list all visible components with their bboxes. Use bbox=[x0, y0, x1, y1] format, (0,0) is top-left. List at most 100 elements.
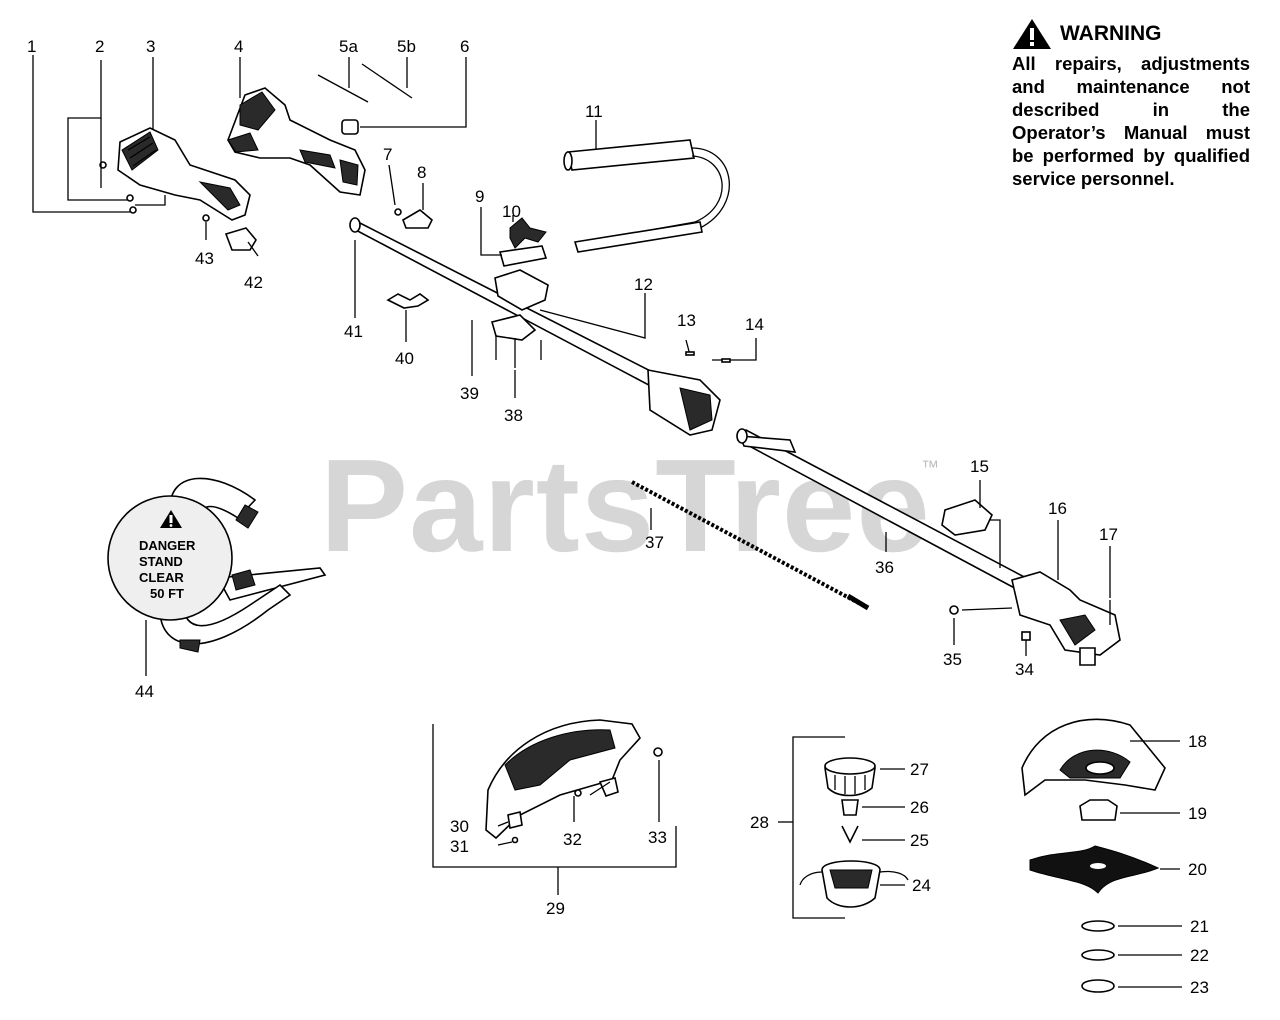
eyelet-part-25[interactable] bbox=[841, 825, 859, 844]
leader-31 bbox=[497, 841, 513, 846]
screw-part-31[interactable] bbox=[511, 836, 519, 844]
screw-part-7[interactable] bbox=[394, 208, 402, 216]
screw-5a[interactable] bbox=[317, 74, 369, 103]
warning-header: WARNING bbox=[1012, 18, 1250, 50]
handlebar-part-11[interactable] bbox=[563, 139, 730, 253]
part-label-12[interactable]: 12 bbox=[634, 275, 653, 294]
part-label-27[interactable]: 27 bbox=[910, 760, 929, 779]
part-label-14[interactable]: 14 bbox=[745, 315, 764, 334]
part-label-30[interactable]: 30 bbox=[450, 817, 469, 836]
leader-2 bbox=[67, 60, 128, 201]
primer-bulb-part-6[interactable] bbox=[341, 119, 359, 135]
screw-part-13[interactable] bbox=[685, 351, 695, 356]
part-label-9[interactable]: 9 bbox=[475, 187, 484, 206]
spool-cap-part-27[interactable] bbox=[824, 757, 876, 797]
part-label-33[interactable]: 33 bbox=[648, 828, 667, 847]
leader-14 bbox=[712, 338, 757, 361]
part-label-11[interactable]: 11 bbox=[585, 102, 603, 121]
part-label-29[interactable]: 29 bbox=[546, 899, 565, 918]
part-label-44[interactable]: 44 bbox=[135, 682, 154, 701]
warning-text: All repairs, adjustments and maintenance… bbox=[1012, 53, 1250, 189]
part-label-4[interactable]: 4 bbox=[234, 37, 243, 56]
switch-part-42[interactable] bbox=[224, 227, 257, 251]
part-label-5b[interactable]: 5b bbox=[397, 37, 416, 56]
part-label-2[interactable]: 2 bbox=[95, 37, 104, 56]
screw-part-43[interactable] bbox=[202, 214, 210, 222]
throttle-handle-part[interactable] bbox=[99, 127, 251, 221]
washer-part-21[interactable] bbox=[1081, 920, 1115, 932]
part-label-8[interactable]: 8 bbox=[417, 163, 426, 182]
danger-text-3: CLEAR bbox=[139, 570, 184, 585]
part-label-7[interactable]: 7 bbox=[383, 145, 392, 164]
danger-text-2: STAND bbox=[139, 554, 183, 569]
clip-part-30[interactable] bbox=[507, 811, 523, 829]
grass-shield-part-29[interactable] bbox=[485, 719, 663, 840]
part-label-3[interactable]: 3 bbox=[146, 37, 155, 56]
leader-9 bbox=[480, 207, 502, 256]
clamp-part-9[interactable] bbox=[498, 245, 548, 267]
part-label-10[interactable]: 10 bbox=[502, 202, 521, 221]
spring-part-26[interactable] bbox=[841, 799, 859, 816]
leader-42 bbox=[247, 241, 259, 257]
leader-6 bbox=[360, 57, 467, 128]
danger-text-1: DANGER bbox=[139, 538, 196, 553]
part-label-41[interactable]: 41 bbox=[344, 322, 363, 341]
nut-part-23[interactable] bbox=[1081, 979, 1115, 993]
part-label-5a[interactable]: 5a bbox=[339, 37, 358, 56]
leader-32b bbox=[589, 781, 611, 796]
screw-part-35[interactable] bbox=[949, 605, 959, 615]
part-label-16[interactable]: 16 bbox=[1048, 499, 1067, 518]
part-label-25[interactable]: 25 bbox=[910, 831, 929, 850]
drive-tube-part-12[interactable] bbox=[349, 217, 721, 436]
part-label-31[interactable]: 31 bbox=[450, 837, 469, 856]
harness-strap-part-44[interactable] bbox=[107, 477, 327, 653]
screw-part-32[interactable] bbox=[574, 789, 582, 797]
screw-part-14[interactable] bbox=[721, 358, 731, 363]
watermark-trademark: ™ bbox=[921, 457, 939, 477]
drive-shaft-part-37[interactable] bbox=[631, 480, 870, 611]
spool-part-24[interactable] bbox=[799, 860, 909, 908]
bracket-part-8[interactable] bbox=[402, 209, 433, 229]
part-label-17[interactable]: 17 bbox=[1099, 525, 1118, 544]
part-label-37[interactable]: 37 bbox=[645, 533, 664, 552]
washer-part-22[interactable] bbox=[1081, 949, 1115, 961]
part-label-19[interactable]: 19 bbox=[1188, 804, 1207, 823]
leader-35h bbox=[961, 607, 1013, 611]
part-label-39[interactable]: 39 bbox=[460, 384, 479, 403]
bracket-part-40[interactable] bbox=[386, 293, 430, 309]
bracket-part-15[interactable] bbox=[941, 499, 993, 536]
part-label-6[interactable]: 6 bbox=[460, 37, 469, 56]
warning-triangle-icon bbox=[1013, 19, 1051, 49]
knob-part-10[interactable] bbox=[509, 217, 547, 249]
warning-notice: WARNING All repairs, adjustments and mai… bbox=[1012, 18, 1250, 190]
part-label-20[interactable]: 20 bbox=[1188, 860, 1207, 879]
nut-part-19[interactable] bbox=[1079, 799, 1118, 821]
part-label-18[interactable]: 18 bbox=[1188, 732, 1207, 751]
part-label-26[interactable]: 26 bbox=[910, 798, 929, 817]
part-label-38[interactable]: 38 bbox=[504, 406, 523, 425]
part-label-40[interactable]: 40 bbox=[395, 349, 414, 368]
part-label-28[interactable]: 28 bbox=[750, 813, 769, 832]
watermark: PartsTree bbox=[320, 432, 931, 579]
screw-part-34[interactable] bbox=[1021, 631, 1031, 641]
blade-part-20[interactable] bbox=[1029, 845, 1160, 894]
part-label-36[interactable]: 36 bbox=[875, 558, 894, 577]
part-label-43[interactable]: 43 bbox=[195, 249, 214, 268]
part-label-13[interactable]: 13 bbox=[677, 311, 696, 330]
part-label-35[interactable]: 35 bbox=[943, 650, 962, 669]
part-label-22[interactable]: 22 bbox=[1190, 946, 1209, 965]
part-label-15[interactable]: 15 bbox=[970, 457, 989, 476]
part-label-21[interactable]: 21 bbox=[1190, 917, 1209, 936]
part-label-34[interactable]: 34 bbox=[1015, 660, 1034, 679]
part-label-1[interactable]: 1 bbox=[27, 37, 36, 56]
leader-30 bbox=[497, 821, 509, 827]
part-label-24[interactable]: 24 bbox=[912, 876, 931, 895]
gear-head-part-16[interactable] bbox=[1011, 571, 1121, 666]
part-label-42[interactable]: 42 bbox=[244, 273, 263, 292]
part-label-23[interactable]: 23 bbox=[1190, 978, 1209, 997]
blade-guard-part-18[interactable] bbox=[1021, 718, 1166, 797]
screw-5b[interactable] bbox=[361, 63, 413, 99]
part-label-32[interactable]: 32 bbox=[563, 830, 582, 849]
engine-housing-part[interactable] bbox=[227, 87, 366, 196]
